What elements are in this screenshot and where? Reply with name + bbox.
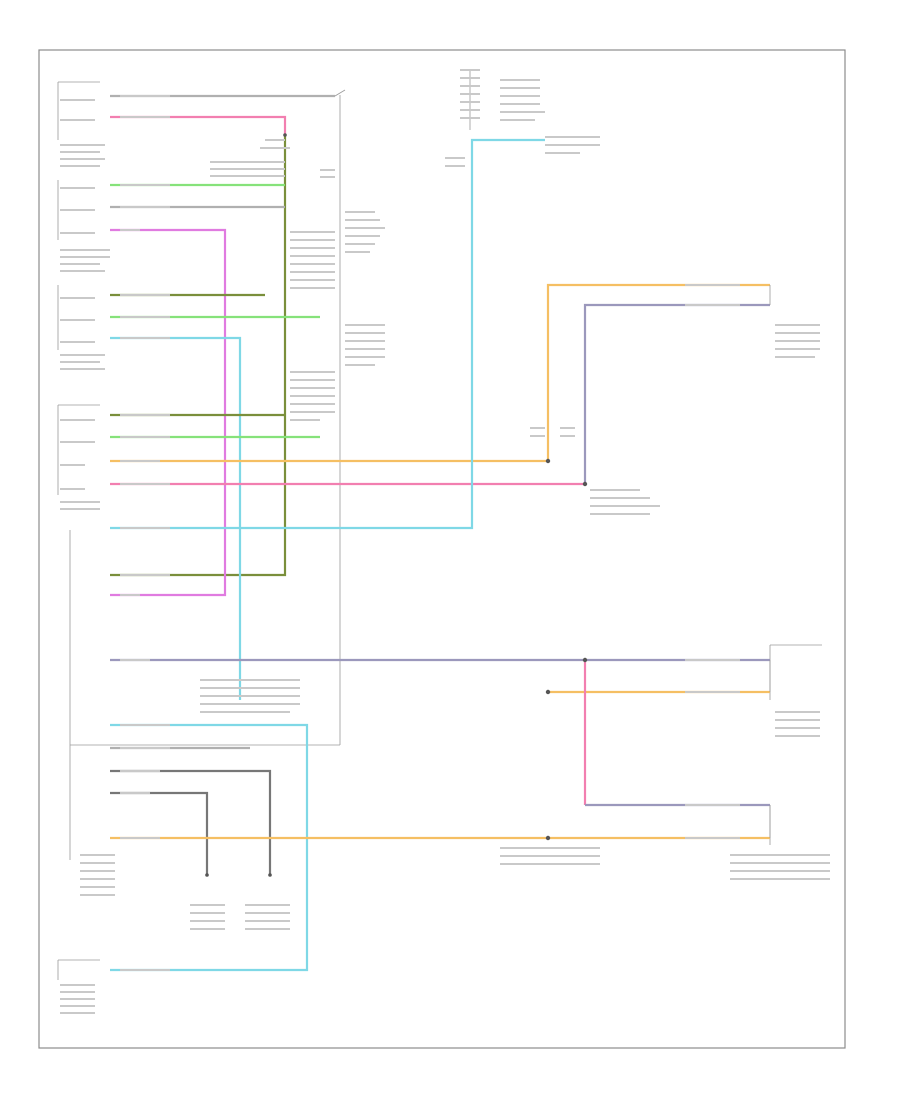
splice-points: [205, 133, 588, 877]
diagram-frame: [38, 49, 846, 1049]
bottom-left-module-outline: [57, 959, 100, 980]
splice-dot: [268, 873, 272, 877]
instrument-cluster-outline: [57, 404, 100, 495]
wire-purple-gray-right-top: [583, 303, 770, 484]
top-left-module-outline: [57, 81, 100, 140]
wire-orange-right-top: [546, 283, 770, 461]
wire-light-blue-lower: [110, 723, 309, 972]
wire-light-blue-long: [110, 138, 545, 530]
wire-light-blue-1: [110, 336, 242, 700]
splice-dot: [545, 689, 551, 695]
splice-dot: [545, 458, 551, 464]
wire-dark-2: [110, 791, 209, 875]
wire-green-brown-trunk: [110, 135, 287, 577]
main-junction-outline: [70, 95, 341, 746]
switch-top: [334, 89, 346, 97]
wires: [110, 89, 771, 972]
splice-dot: [283, 133, 287, 137]
wire-dark-1: [110, 769, 272, 875]
right-module-outline: [769, 644, 822, 700]
wire-violet: [110, 228, 227, 597]
splice-dot: [582, 657, 588, 663]
splice-dot: [582, 481, 588, 487]
illegible-annotations: [60, 69, 830, 1014]
splice-dot: [205, 873, 209, 877]
wire-pink-top: [110, 115, 287, 135]
splice-dot: [545, 835, 551, 841]
